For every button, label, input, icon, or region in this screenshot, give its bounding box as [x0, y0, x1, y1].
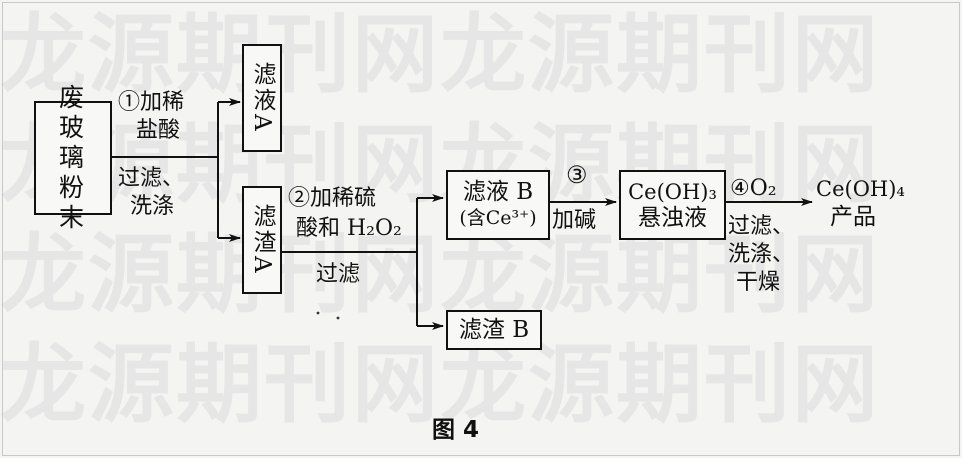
suspension-label: 悬浊液 — [638, 205, 707, 231]
filtrate-a-label: 滤液A — [249, 62, 275, 134]
box-filtrate-b: 滤液 B (含Ce³⁺) — [446, 170, 550, 240]
residue-a-label: 滤渣A — [249, 204, 275, 276]
ce-oh3-label: Ce(OH)₃ — [628, 180, 717, 204]
step1-op-1: 过滤、 — [118, 166, 185, 191]
step4-op-2: 洗涤、 — [728, 242, 795, 267]
box-residue-a: 滤渣A — [242, 186, 282, 294]
step2-reagent: 酸和 H₂O₂ — [296, 216, 402, 241]
step4-label: ④O₂ — [730, 176, 777, 201]
step3-label: ③ — [566, 161, 588, 189]
residue-b-label: 滤渣 B — [458, 317, 530, 343]
step1-reagent: 盐酸 — [136, 118, 181, 143]
box-residue-b: 滤渣 B — [446, 310, 542, 350]
step2-op: 过滤 — [316, 262, 361, 287]
step1-label: ①加稀 — [118, 90, 185, 115]
step2-label: ②加稀硫 — [288, 186, 377, 211]
product-formula: Ce(OH)₄ — [816, 177, 905, 201]
waste-glass-label: 废玻璃粉末 — [58, 83, 87, 232]
filtrate-b-note: (含Ce³⁺) — [459, 207, 537, 229]
dot-mark — [316, 311, 320, 315]
box-ce-oh3-suspension: Ce(OH)₃ 悬浊液 — [619, 170, 726, 240]
box-waste-glass-powder: 废玻璃粉末 — [34, 83, 112, 232]
filtrate-b-label: 滤液 B — [462, 179, 534, 205]
step1-op-2: 洗涤 — [130, 194, 175, 219]
dot-mark — [336, 316, 340, 320]
step4-op-1: 过滤、 — [728, 214, 795, 239]
product-label: 产品 — [830, 204, 876, 230]
figure-caption: 图 4 — [432, 417, 480, 443]
step4-op-3: 干燥 — [736, 270, 781, 295]
step3-reagent: 加碱 — [552, 208, 597, 233]
box-filtrate-a: 滤液A — [242, 44, 282, 152]
